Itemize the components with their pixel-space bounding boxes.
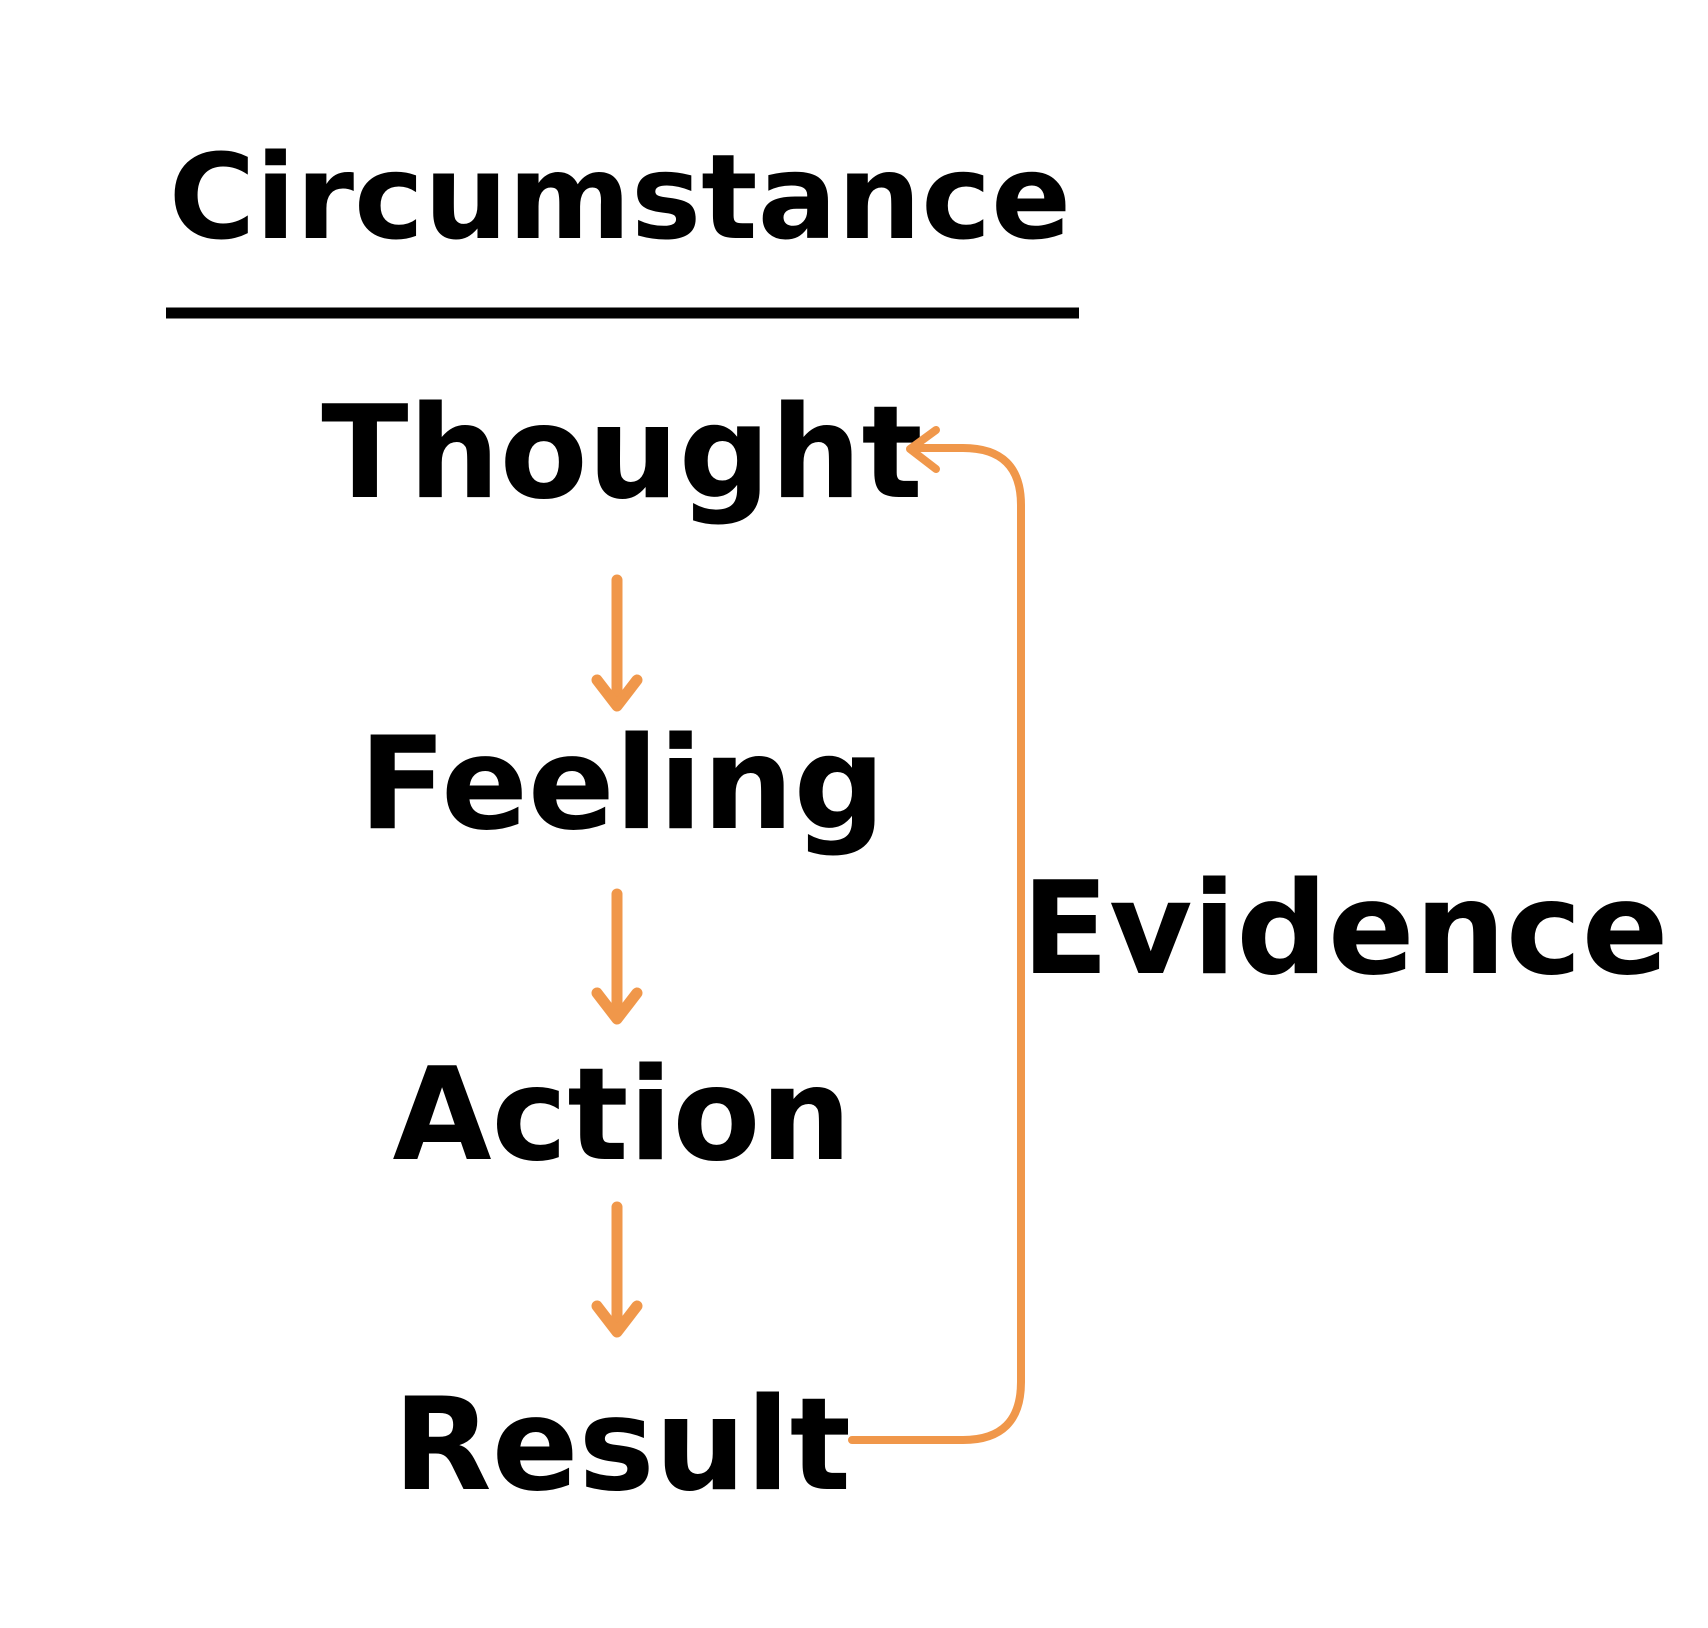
- arrow-thought-to-feeling: [591, 574, 643, 712]
- node-result: Result: [393, 1371, 851, 1520]
- feedback-label: Evidence: [1022, 855, 1669, 1004]
- arrow-feeling-to-action: [591, 888, 643, 1025]
- node-thought: Thought: [321, 379, 922, 528]
- circumstance-title: Circumstance: [169, 128, 1071, 266]
- node-action: Action: [392, 1041, 851, 1190]
- arrow-action-to-result: [591, 1201, 643, 1338]
- arrow-feedback-loop: [848, 426, 1025, 1444]
- node-feeling: Feeling: [359, 710, 885, 859]
